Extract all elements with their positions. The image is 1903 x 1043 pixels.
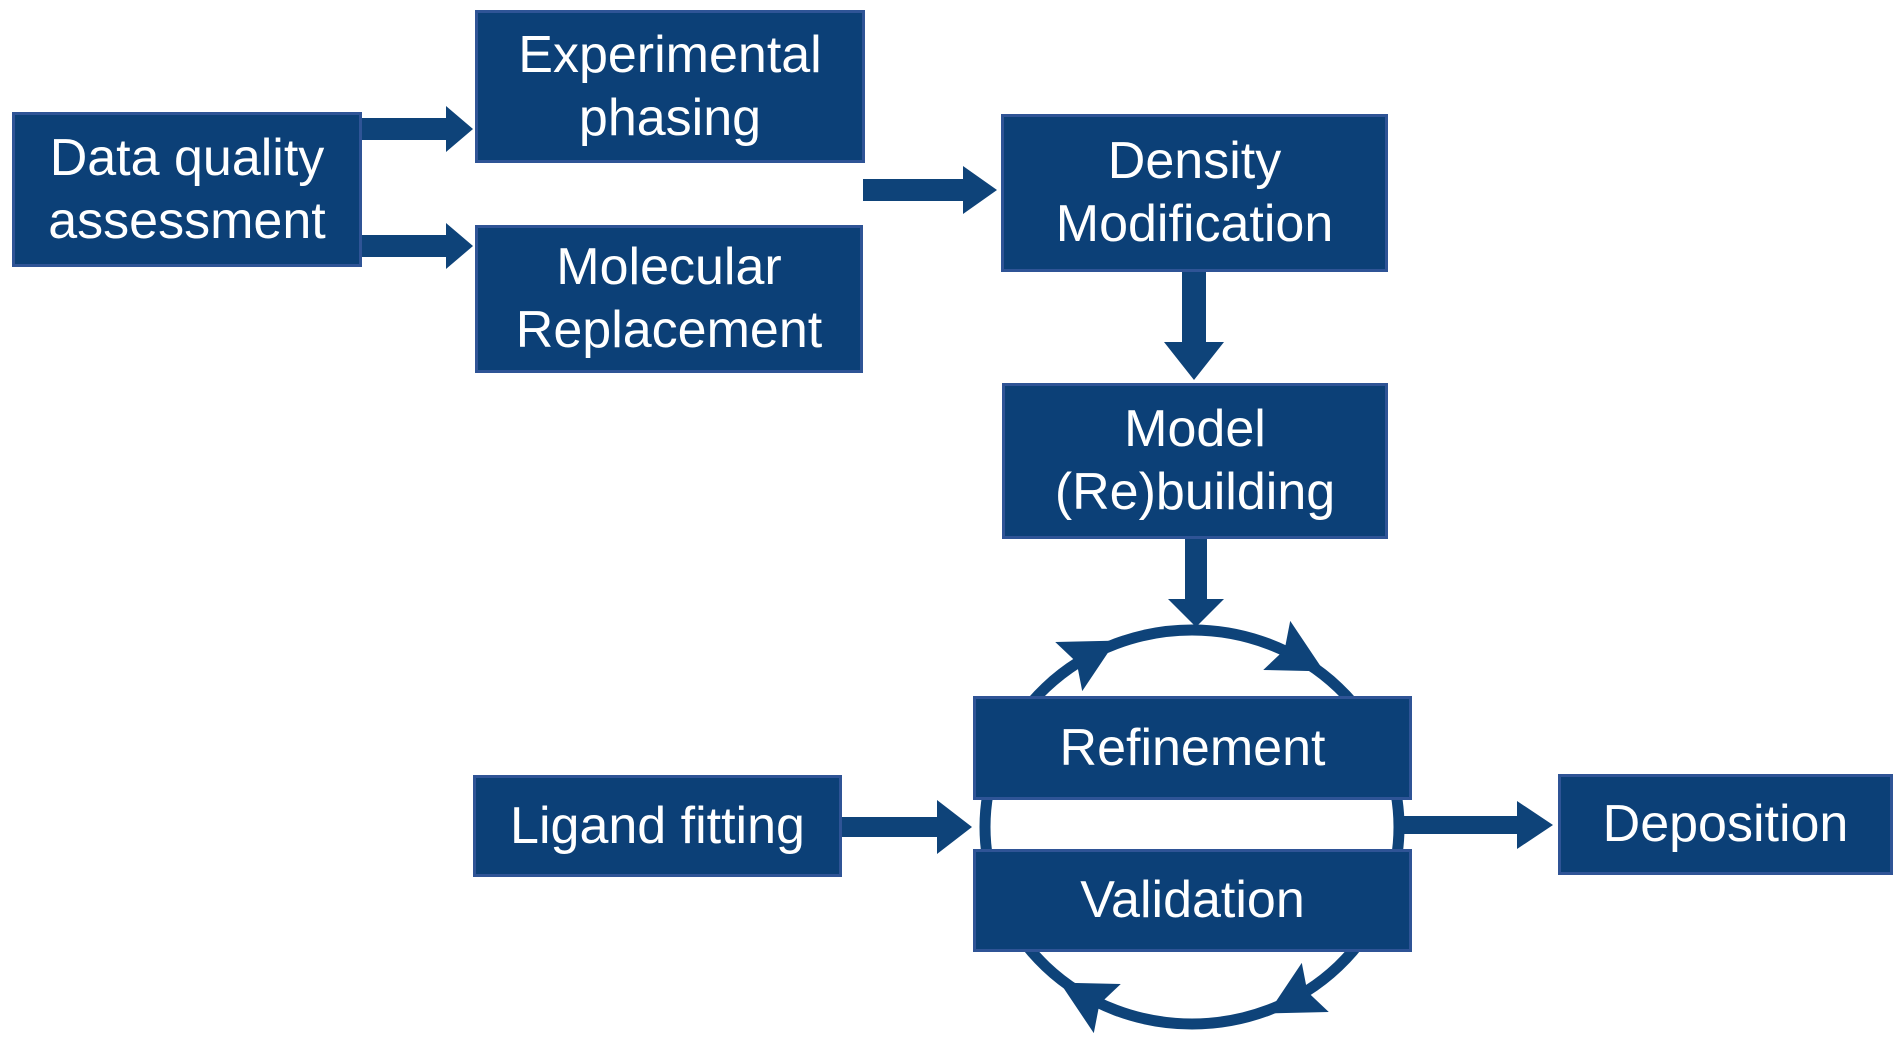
node-ligand-fitting: Ligand fitting <box>473 775 842 877</box>
cycle-arrowhead-top-right-icon <box>1263 620 1325 672</box>
node-deposition: Deposition <box>1558 774 1893 875</box>
node-label-line: Validation <box>1080 871 1305 929</box>
node-label-line: Refinement <box>1059 718 1326 777</box>
node-label-line: Modification <box>1055 195 1334 253</box>
cycle-arrowhead-bottom-left-icon <box>1059 982 1121 1034</box>
arrow-data-to-experimental <box>362 106 473 152</box>
arrow-data-to-molecular <box>362 223 473 269</box>
arrow-ligand-to-cycle <box>842 800 972 854</box>
node-molecular-replacement: Molecular Replacement <box>475 225 863 373</box>
node-label-line: assessment <box>48 191 326 250</box>
arrow-cycle-to-deposition <box>1404 801 1553 849</box>
node-label-line: Model <box>1124 400 1266 458</box>
node-label-line: Deposition <box>1602 795 1849 853</box>
arrow-model-to-cycle <box>1168 539 1224 627</box>
cycle-arrowhead-bottom-right-icon <box>1267 962 1329 1014</box>
node-validation: Validation <box>973 849 1412 952</box>
node-data-quality-assessment: Data quality assessment <box>12 112 362 267</box>
node-label-line: Experimental <box>518 25 822 84</box>
node-label-line: phasing <box>578 88 762 147</box>
cycle-ellipse <box>979 624 1405 1030</box>
node-label-line: Replacement <box>515 301 823 359</box>
node-label-line: Ligand fitting <box>510 796 805 855</box>
arrow-phasing-to-density <box>863 166 997 214</box>
node-density-modification: Density Modification <box>1001 114 1388 272</box>
node-label-line: Data quality <box>49 128 325 187</box>
node-label-line: Density <box>1107 132 1282 190</box>
arrow-density-to-model <box>1164 272 1224 380</box>
node-refinement: Refinement <box>973 696 1412 800</box>
node-model-rebuilding: Model (Re)building <box>1002 383 1388 539</box>
node-label-line: Molecular <box>556 238 782 296</box>
node-label-line: (Re)building <box>1054 463 1336 521</box>
node-experimental-phasing: Experimental phasing <box>475 10 865 163</box>
cycle-arrowhead-top-left-icon <box>1055 640 1117 692</box>
